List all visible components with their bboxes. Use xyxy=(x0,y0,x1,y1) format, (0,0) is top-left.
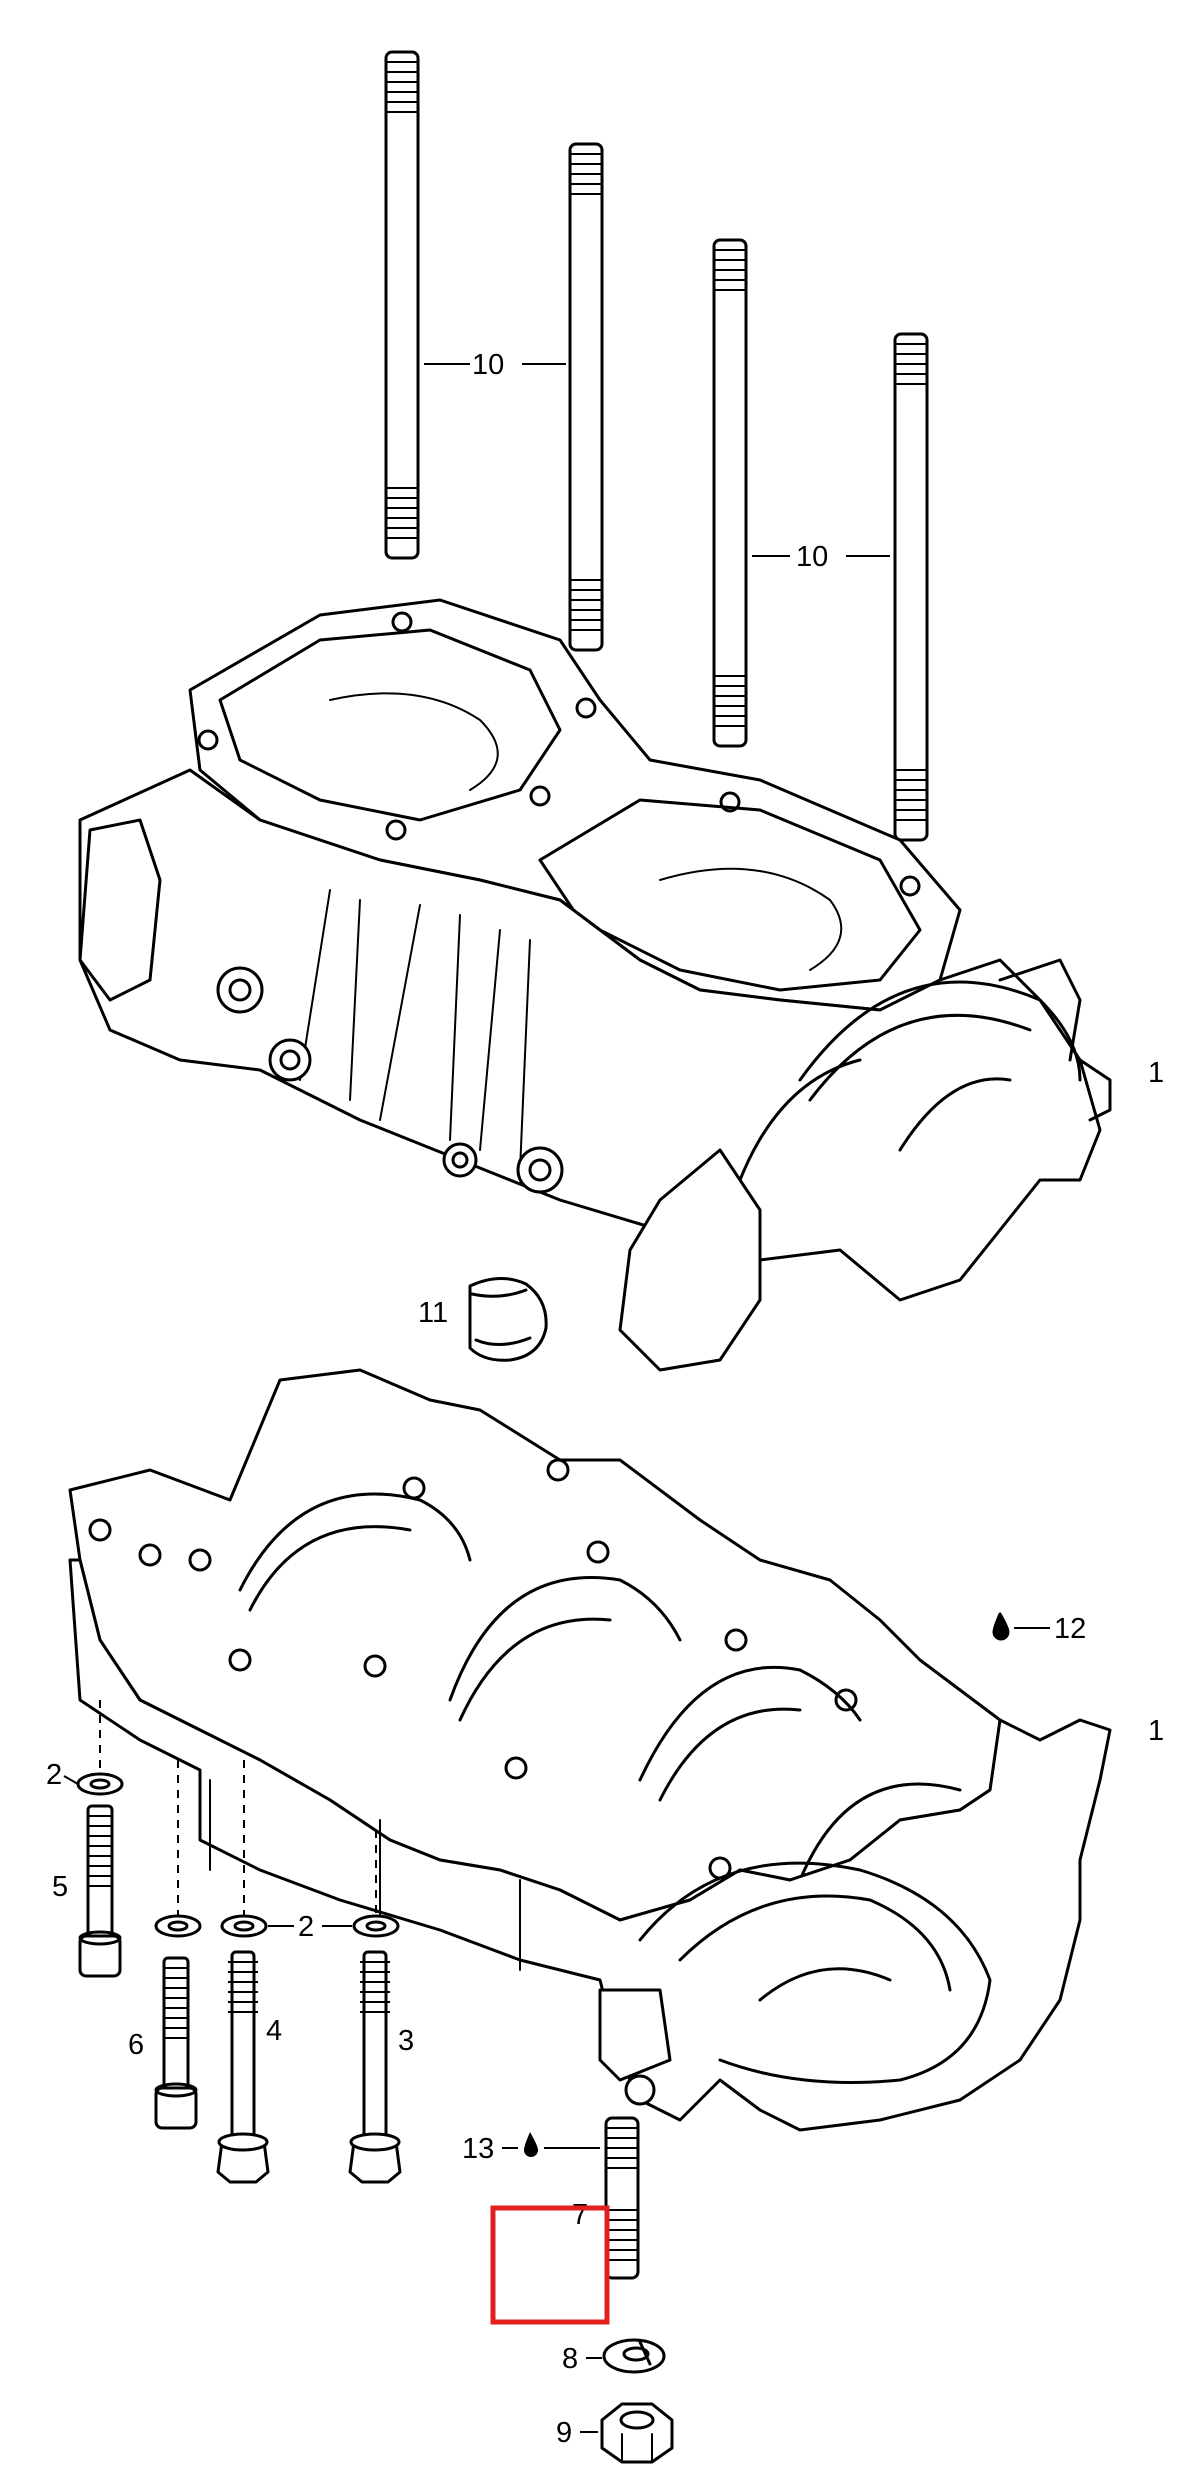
stud-10-d xyxy=(893,332,929,842)
bolt-3 xyxy=(348,1950,402,2184)
callout-1-top: 1 xyxy=(1148,1057,1164,1089)
callout-8: 8 xyxy=(562,2343,578,2375)
drop-icon xyxy=(992,1612,1010,1641)
bolt-4 xyxy=(216,1950,270,2184)
screw-6 xyxy=(154,1956,198,2130)
lower-crankcase xyxy=(68,1368,1112,2132)
callout-10-left: 10 xyxy=(472,349,504,381)
callout-2-mid: 2 xyxy=(298,1911,314,1943)
callout-4: 4 xyxy=(266,2015,282,2047)
stud-10-b xyxy=(568,142,604,652)
callout-9: 9 xyxy=(556,2417,572,2449)
callout-11: 11 xyxy=(418,1297,448,1329)
screw-5 xyxy=(78,1804,122,1978)
washer-2-c xyxy=(220,1914,268,1938)
callout-13: 13 xyxy=(462,2133,494,2165)
callout-2-left: 2 xyxy=(46,1759,62,1791)
highlight-box xyxy=(490,2205,610,2325)
callout-1-bottom: 1 xyxy=(1148,1715,1164,1747)
plug-11 xyxy=(468,1277,548,1362)
callout-10-right: 10 xyxy=(796,541,828,573)
upper-crankcase xyxy=(78,598,1112,1372)
leader-2-left xyxy=(63,1775,79,1785)
callout-12: 12 xyxy=(1054,1613,1086,1645)
washer-2-d xyxy=(352,1914,400,1938)
nut-9 xyxy=(600,2402,674,2464)
callout-3: 3 xyxy=(398,2025,414,2057)
washer-2-b xyxy=(154,1914,202,1938)
stud-10-c xyxy=(712,238,748,748)
stud-7 xyxy=(604,2116,640,2280)
lock-washer-8 xyxy=(602,2338,666,2374)
stud-10-a xyxy=(384,50,420,560)
callout-5: 5 xyxy=(52,1871,68,1903)
washer-2-a xyxy=(76,1772,124,1796)
callout-6: 6 xyxy=(128,2029,144,2061)
drop-icon xyxy=(524,2132,538,2157)
callout-7: 7 xyxy=(572,2199,588,2231)
